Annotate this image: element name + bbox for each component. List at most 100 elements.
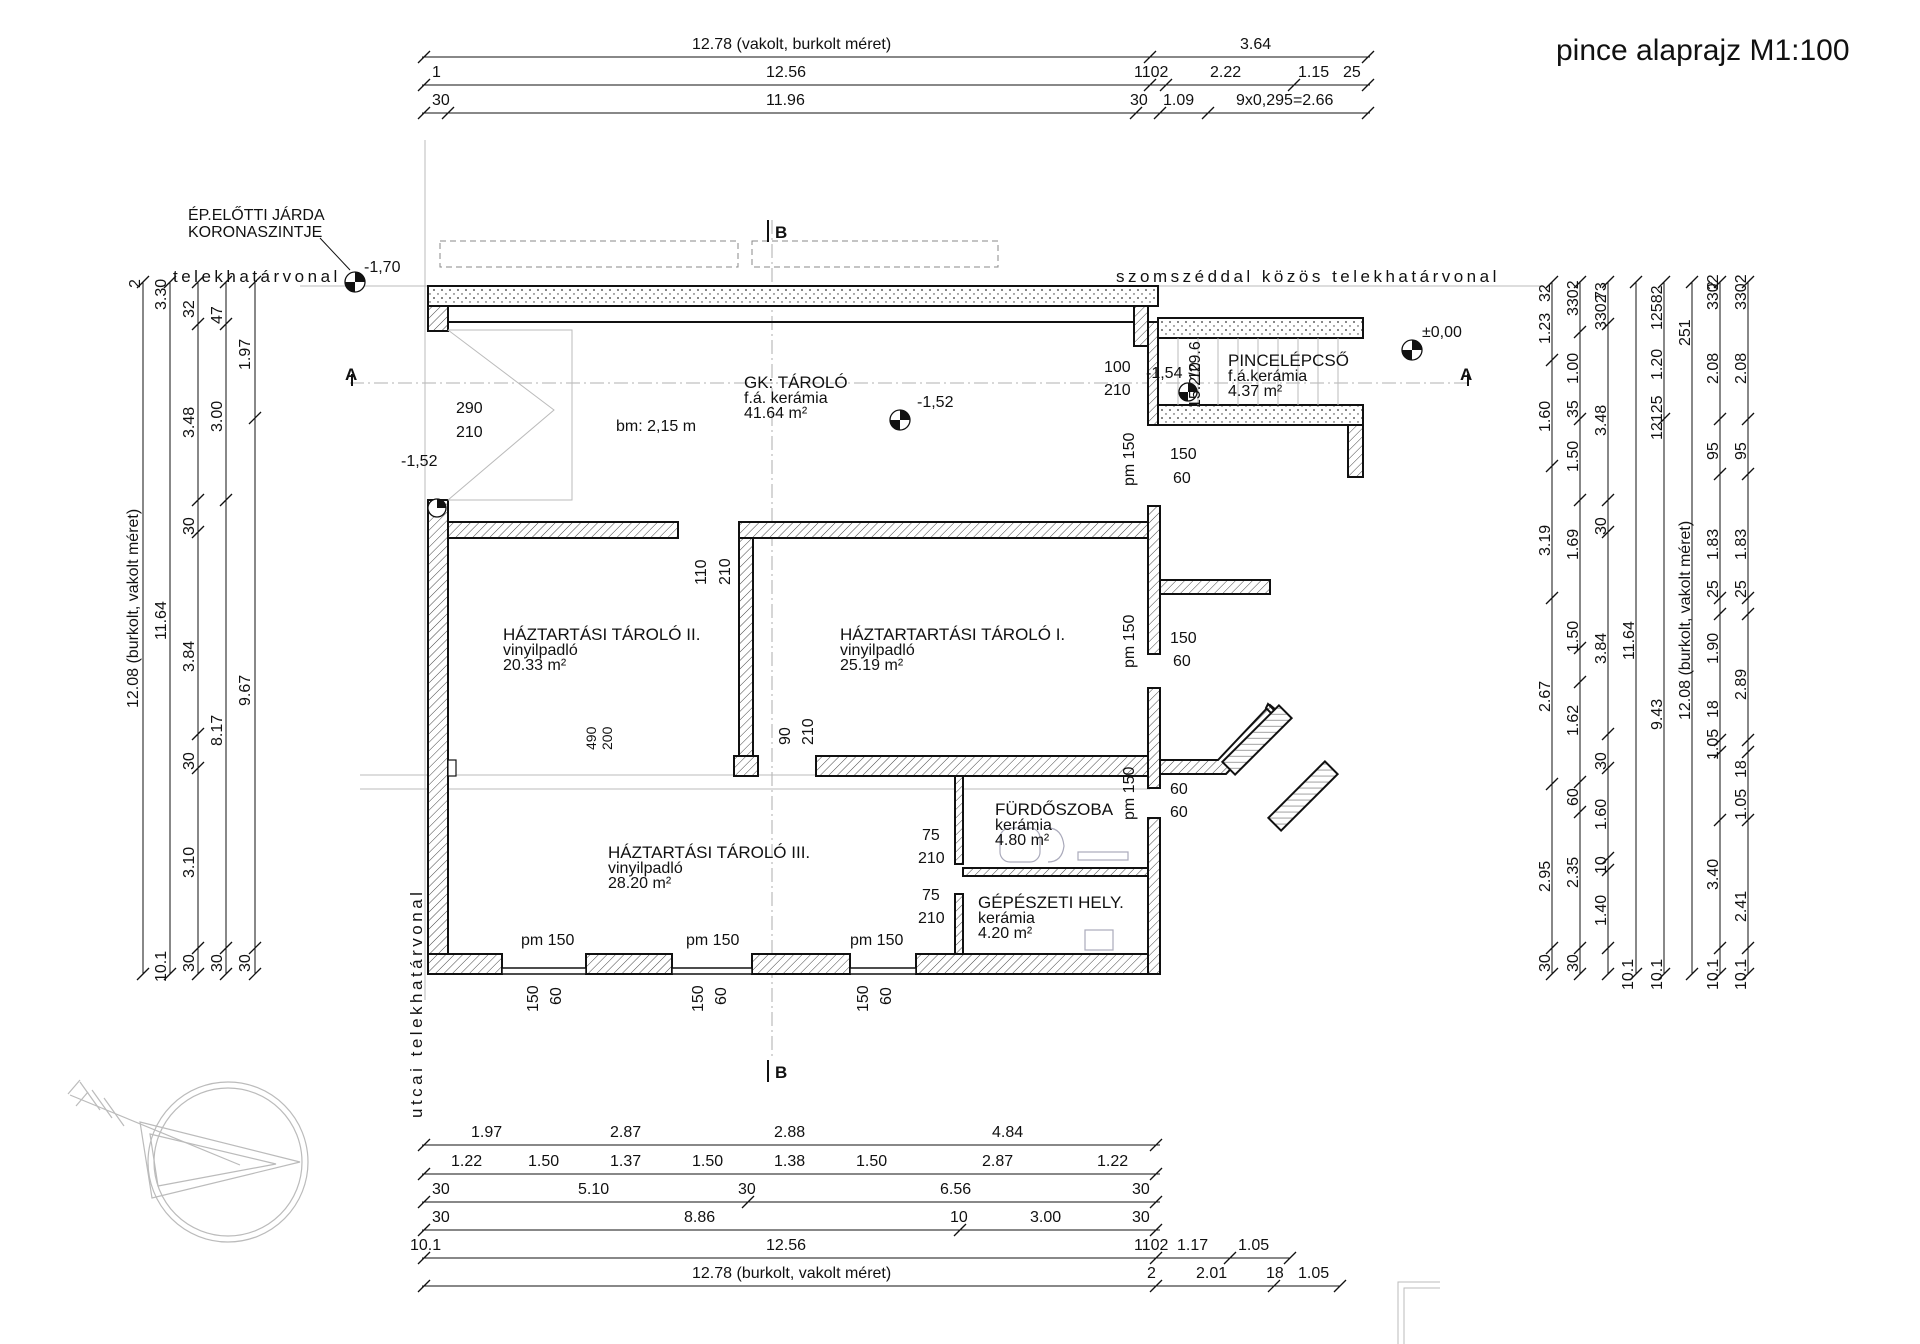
svg-text:2.22: 2.22 (1210, 64, 1241, 81)
svg-text:3.10: 3.10 (181, 847, 198, 878)
svg-text:1.05: 1.05 (1298, 1265, 1329, 1282)
svg-text:1102: 1102 (1134, 64, 1169, 81)
svg-text:30: 30 (1130, 92, 1148, 109)
svg-text:60: 60 (1173, 470, 1191, 487)
svg-text:12.56: 12.56 (766, 64, 806, 81)
svg-text:5.10: 5.10 (578, 1181, 609, 1198)
svg-text:110: 110 (693, 559, 710, 585)
svg-text:3.19: 3.19 (1537, 525, 1554, 556)
svg-text:2.08: 2.08 (1705, 353, 1722, 384)
svg-text:1.17: 1.17 (1177, 1237, 1208, 1254)
svg-text:15.2/29.6: 15.2/29.6 (1187, 341, 1204, 408)
svg-text:kerámia: kerámia (978, 910, 1035, 927)
svg-text:3302: 3302 (1565, 280, 1582, 316)
svg-text:4.84: 4.84 (992, 1124, 1023, 1141)
svg-text:210: 210 (918, 910, 945, 927)
svg-text:2.67: 2.67 (1537, 681, 1554, 712)
svg-text:12.78 (vakolt, burkolt méret): 12.78 (vakolt, burkolt méret) (692, 36, 891, 53)
svg-text:30: 30 (209, 954, 226, 972)
svg-text:1.60: 1.60 (1537, 401, 1554, 432)
svg-text:30: 30 (432, 1209, 450, 1226)
svg-text:18: 18 (1733, 760, 1750, 778)
svg-text:8.17: 8.17 (209, 715, 226, 746)
wall-east-1 (1147, 505, 1161, 655)
svg-text:30: 30 (432, 92, 450, 109)
level-sidewalk-text: -1,70 (364, 259, 401, 276)
svg-text:A: A (1460, 365, 1472, 384)
svg-text:35: 35 (1565, 400, 1582, 418)
svg-text:11.96: 11.96 (766, 92, 805, 109)
svg-text:10: 10 (1593, 856, 1610, 874)
svg-text:2.41: 2.41 (1733, 891, 1750, 922)
stair-wall-top (1157, 317, 1364, 339)
svg-text:3.84: 3.84 (181, 641, 198, 672)
svg-text:1.40: 1.40 (1593, 895, 1610, 926)
svg-text:10: 10 (950, 1209, 968, 1226)
svg-text:pm 150: pm 150 (521, 932, 574, 949)
svg-text:30: 30 (1593, 517, 1610, 535)
svg-text:1.38: 1.38 (774, 1153, 805, 1170)
svg-text:3302: 3302 (1593, 294, 1610, 330)
svg-text:490: 490 (583, 726, 599, 750)
svg-text:60: 60 (1170, 804, 1188, 821)
svg-text:90: 90 (777, 727, 794, 745)
svg-text:30: 30 (1537, 954, 1554, 972)
svg-text:200: 200 (599, 726, 615, 750)
svg-text:47: 47 (209, 306, 226, 324)
partition-storage2-storage1 (738, 537, 754, 761)
svg-text:HÁZTARTÁSI TÁROLÓ II.: HÁZTARTÁSI TÁROLÓ II. (503, 625, 700, 644)
svg-text:1.05: 1.05 (1238, 1237, 1269, 1254)
svg-text:GÉPÉSZETI HELY.: GÉPÉSZETI HELY. (978, 893, 1124, 912)
svg-text:1: 1 (432, 64, 441, 81)
svg-text:1.22: 1.22 (1097, 1153, 1128, 1170)
drawing-title: pince alaprajz M1:100 (1556, 34, 1850, 67)
svg-text:11.64: 11.64 (153, 601, 170, 640)
svg-text:1.37: 1.37 (610, 1153, 641, 1170)
svg-text:150: 150 (690, 985, 707, 1012)
svg-text:30: 30 (432, 1181, 450, 1198)
svg-text:B: B (775, 1063, 787, 1082)
svg-text:1.20: 1.20 (1649, 349, 1666, 380)
svg-text:1.50: 1.50 (1565, 441, 1582, 472)
svg-text:1.23: 1.23 (1537, 313, 1554, 344)
svg-text:18: 18 (1705, 700, 1722, 718)
svg-text:FÜRDŐSZOBA: FÜRDŐSZOBA (995, 800, 1114, 819)
sidewalk-label-1: ÉP.ELŐTTI JÁRDA (188, 205, 325, 224)
svg-text:2.35: 2.35 (1565, 857, 1582, 888)
svg-text:28.20 m²: 28.20 m² (608, 875, 672, 892)
dims-left: 12.08 (burkolt, vakolt méret) 2 3.30 11.… (125, 275, 262, 982)
partition-bath-mech (962, 867, 1149, 877)
svg-text:1.15: 1.15 (1298, 64, 1329, 81)
svg-text:1.90: 1.90 (1705, 633, 1722, 664)
svg-text:vinyilpadló: vinyilpadló (840, 642, 915, 659)
washbasin-icon (999, 827, 1041, 863)
svg-text:2: 2 (1705, 281, 1722, 290)
partition-bath (954, 775, 964, 865)
svg-text:B: B (775, 223, 787, 242)
svg-text:f.á.kerámia: f.á.kerámia (1228, 368, 1307, 385)
room-stair: PINCELÉPCSŐ f.á.kerámia 4.37 m² (1228, 351, 1349, 400)
svg-text:30: 30 (181, 954, 198, 972)
svg-text:12582: 12582 (1649, 285, 1666, 330)
svg-text:HÁZTARTÁSI TÁROLÓ III.: HÁZTARTÁSI TÁROLÓ III. (608, 843, 810, 862)
svg-text:210: 210 (918, 850, 945, 867)
partition-garage-storage2 (447, 521, 679, 539)
svg-text:150: 150 (855, 985, 872, 1012)
svg-text:pm 150: pm 150 (850, 932, 903, 949)
svg-text:3302: 3302 (1733, 274, 1750, 310)
svg-text:25: 25 (1343, 64, 1361, 81)
svg-text:9x0,295=2.66: 9x0,295=2.66 (1236, 92, 1334, 109)
svg-text:210: 210 (456, 424, 483, 441)
svg-text:11.64: 11.64 (1621, 621, 1638, 660)
svg-text:3.84: 3.84 (1593, 633, 1610, 664)
svg-text:PINCELÉPCSŐ: PINCELÉPCSŐ (1228, 351, 1349, 370)
svg-text:2: 2 (1147, 1265, 1156, 1282)
wall-south-1 (427, 953, 503, 975)
garage-door-outline (448, 329, 573, 501)
svg-text:2.89: 2.89 (1733, 669, 1750, 700)
svg-text:30: 30 (1593, 752, 1610, 770)
level-entry-text: -1,52 (401, 453, 438, 470)
svg-text:3.00: 3.00 (209, 401, 226, 432)
level-marker-entry (427, 498, 447, 518)
svg-text:73: 73 (1593, 282, 1610, 300)
